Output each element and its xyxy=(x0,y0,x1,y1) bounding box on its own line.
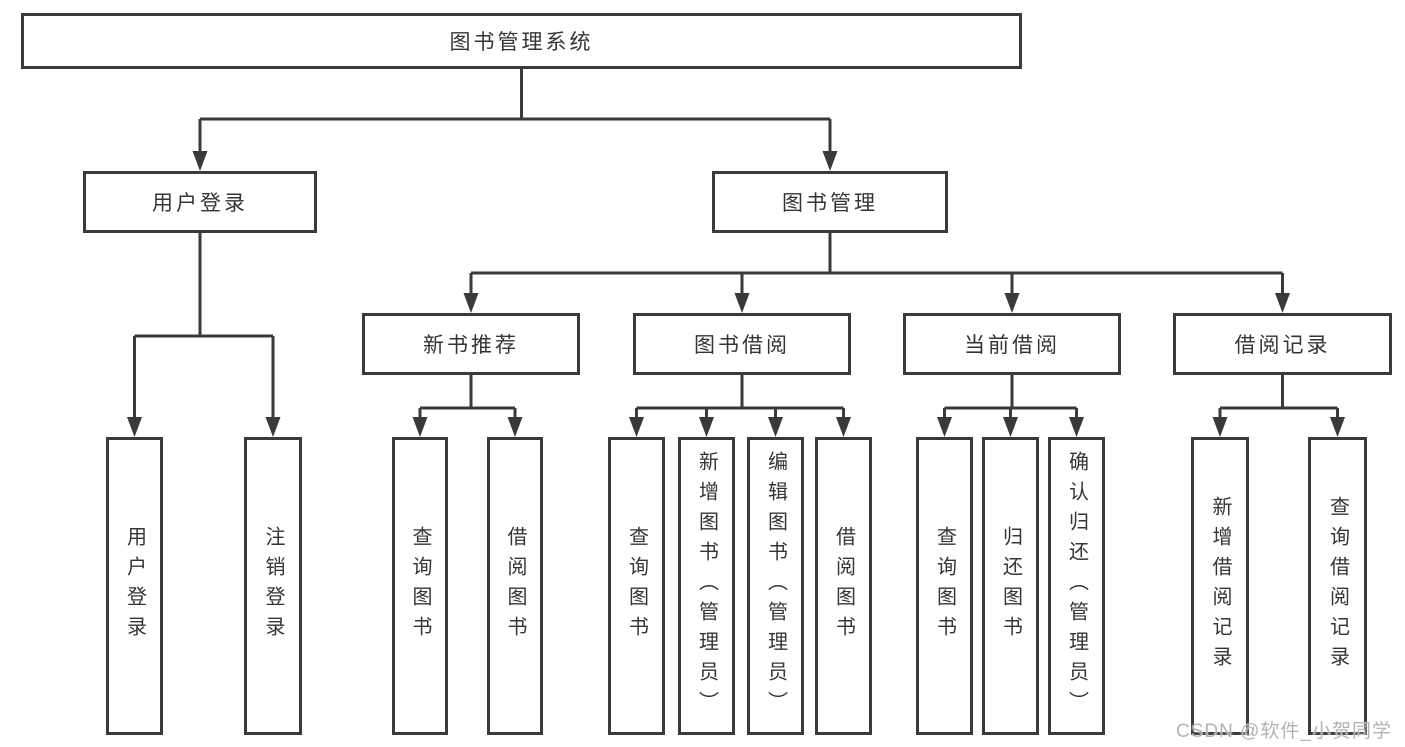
node-label: 图书借阅 xyxy=(694,334,790,357)
leaf-label: 查询图书 xyxy=(409,526,431,646)
leaf-return-books: 归还图书 xyxy=(982,437,1039,735)
csdn-watermark: CSDN @软件_小贺同学 xyxy=(1176,721,1392,742)
node-label: 图书管理 xyxy=(782,192,878,215)
leaf-borrow-books: 借阅图书 xyxy=(815,437,872,735)
node-new-book-recommend: 新书推荐 xyxy=(362,313,580,375)
leaf-query-borrow-record: 查询借阅记录 xyxy=(1308,437,1367,735)
connector-borrow-records-to-leaves xyxy=(1212,375,1345,437)
leaf-label: 编辑图书（管理员） xyxy=(764,451,787,721)
node-label: 用户登录 xyxy=(152,192,248,215)
leaf-logout: 注销登录 xyxy=(244,437,302,735)
leaf-add-borrow-record: 新增借阅记录 xyxy=(1191,437,1249,735)
leaf-label: 用户登录 xyxy=(123,526,146,646)
connector-book-management-to-level3 xyxy=(463,233,1290,313)
node-label: 新书推荐 xyxy=(423,334,519,357)
leaf-label: 新增借阅记录 xyxy=(1209,496,1231,676)
connector-root-to-level2 xyxy=(192,69,838,171)
connector-current-borrow-to-leaves xyxy=(937,375,1084,437)
leaf-label: 借阅图书 xyxy=(832,526,855,646)
node-label: 借阅记录 xyxy=(1234,334,1331,357)
node-borrow-records: 借阅记录 xyxy=(1173,313,1392,375)
leaf-label: 查询图书 xyxy=(625,526,648,646)
leaf-label: 归还图书 xyxy=(999,526,1022,646)
leaf-query-books-recommend: 查询图书 xyxy=(392,437,448,735)
node-root-library-system: 图书管理系统 xyxy=(21,13,1022,69)
node-label: 当前借阅 xyxy=(964,334,1060,357)
leaf-add-books-admin: 新增图书（管理员） xyxy=(678,437,735,735)
leaf-label: 注销登录 xyxy=(262,526,284,646)
node-current-borrow: 当前借阅 xyxy=(903,313,1121,375)
leaf-label: 确认归还（管理员） xyxy=(1065,451,1088,721)
leaf-label: 借阅图书 xyxy=(504,526,526,646)
node-label: 图书管理系统 xyxy=(449,31,594,54)
node-book-borrow: 图书借阅 xyxy=(633,313,851,375)
leaf-borrow-books-recommend: 借阅图书 xyxy=(487,437,543,735)
leaf-label: 新增图书（管理员） xyxy=(695,451,718,721)
leaf-confirm-return-admin: 确认归还（管理员） xyxy=(1048,437,1105,735)
connector-user-login-to-leaves xyxy=(127,233,281,437)
connector-new-book-recommend-to-leaves xyxy=(412,375,523,437)
leaf-user-login: 用户登录 xyxy=(106,437,163,735)
leaf-label: 查询图书 xyxy=(933,526,956,646)
leaf-query-books-borrow: 查询图书 xyxy=(608,437,665,735)
node-book-management: 图书管理 xyxy=(712,171,948,233)
leaf-label: 查询借阅记录 xyxy=(1326,496,1349,676)
connector-book-borrow-to-leaves xyxy=(629,375,851,437)
node-user-login: 用户登录 xyxy=(83,171,317,233)
leaf-query-books-current: 查询图书 xyxy=(916,437,973,735)
leaf-edit-books-admin: 编辑图书（管理员） xyxy=(747,437,804,735)
